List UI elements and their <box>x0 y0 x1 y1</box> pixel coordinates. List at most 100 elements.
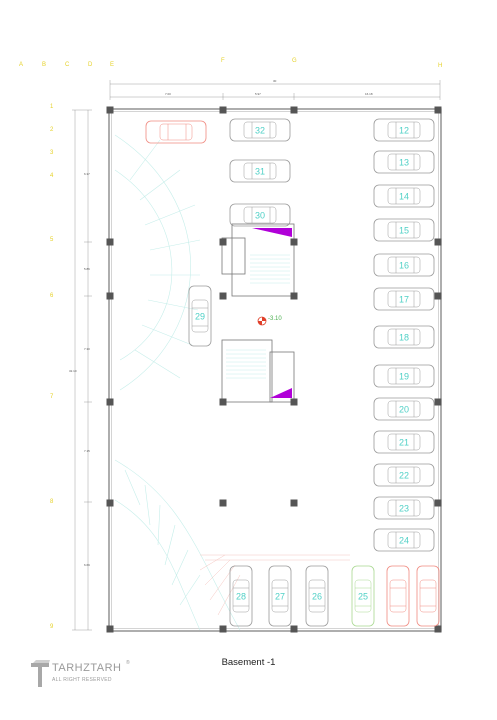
logo-registered-mark: ® <box>126 660 130 666</box>
parking-slot-29: 29 <box>188 285 212 347</box>
grid-label-e: E <box>110 62 114 68</box>
structural-column <box>219 499 227 507</box>
grid-label-b: B <box>42 62 46 68</box>
structural-column <box>290 499 298 507</box>
grid-label-7: 7 <box>50 394 54 400</box>
stair-core <box>221 223 295 403</box>
parking-slot-28: 28 <box>229 565 253 627</box>
parking-slot-32: 32 <box>229 118 291 142</box>
dim-left-4: 7.15 <box>84 449 90 453</box>
logo-tagline: ALL RIGHT RESERVED <box>52 677 112 683</box>
parked-car-red <box>386 565 410 627</box>
structural-column <box>290 106 298 114</box>
structural-column <box>434 106 442 114</box>
structural-columns <box>106 106 442 633</box>
parking-slot-number: 31 <box>255 166 265 176</box>
logo-name: TARHZTARH <box>52 662 122 674</box>
dim-side: 32.10 <box>69 369 77 373</box>
parking-slot-number: 21 <box>399 437 409 447</box>
parking-slot-number: 12 <box>399 125 409 135</box>
dim-top-1: 7.00 <box>165 92 171 96</box>
parking-slot-12: 12 <box>373 118 435 142</box>
parking-slot-number: 25 <box>358 591 368 601</box>
parking-slot-number: 16 <box>399 260 409 270</box>
grid-label-d: D <box>88 62 93 68</box>
structural-column <box>434 625 442 633</box>
structural-column <box>290 292 298 300</box>
vehicle-ramp <box>114 134 241 631</box>
parking-slot-number: 20 <box>399 404 409 414</box>
dimension-labels: 30 7.00 5.97 16.18 32.10 6.37 5.86 7.30 … <box>69 79 373 567</box>
ramp-hatch <box>199 554 350 616</box>
exterior-walls <box>108 108 442 632</box>
parking-slot-17: 17 <box>373 287 435 311</box>
parking-slot-19: 19 <box>373 364 435 388</box>
structural-column <box>290 398 298 406</box>
parking-slot-22: 22 <box>373 463 435 487</box>
parking-slot-number: 24 <box>399 535 409 545</box>
dim-left-2: 5.86 <box>84 267 90 271</box>
parking-slot-20: 20 <box>373 397 435 421</box>
structural-column <box>106 238 114 246</box>
parking-slot-13: 13 <box>373 150 435 174</box>
stair-accent-top <box>252 228 292 237</box>
dim-top-2: 5.97 <box>255 92 261 96</box>
structural-column <box>434 238 442 246</box>
grid-label-1: 1 <box>50 104 54 110</box>
dimension-lines <box>72 80 441 631</box>
structural-column <box>219 398 227 406</box>
grid-label-c: C <box>65 62 70 68</box>
structural-column <box>106 625 114 633</box>
level-elevation: -3.10 <box>268 316 282 322</box>
parking-slot-27: 27 <box>268 565 292 627</box>
parking-slot-number: 14 <box>399 191 409 201</box>
parking-slot-31: 31 <box>229 159 291 183</box>
dim-left-3: 7.30 <box>84 347 90 351</box>
structural-column <box>434 398 442 406</box>
dim-left-1: 6.37 <box>84 172 90 176</box>
parking-slot-number: 26 <box>312 591 322 601</box>
grid-label-6: 6 <box>50 293 54 299</box>
structural-column <box>106 106 114 114</box>
grid-label-2: 2 <box>50 127 54 133</box>
parking-slot-number: 27 <box>275 591 285 601</box>
grid-row-labels: 1 2 3 4 5 6 7 8 9 <box>50 104 54 630</box>
structural-column <box>219 238 227 246</box>
stair-steps <box>226 254 290 379</box>
structural-column <box>219 292 227 300</box>
structural-column <box>290 238 298 246</box>
grid-label-f: F <box>221 58 225 64</box>
parking-slot-number: 19 <box>399 371 409 381</box>
grid-label-g: G <box>292 58 297 64</box>
stair-accent-bottom <box>270 388 292 398</box>
parking-slot-18: 18 <box>373 325 435 349</box>
parking-slot-number: 13 <box>399 157 409 167</box>
dim-top-3: 16.18 <box>365 92 373 96</box>
parking-slot-15: 15 <box>373 218 435 242</box>
parking-slot-number: 30 <box>255 210 265 220</box>
logo-t-icon <box>31 660 50 687</box>
grid-label-a: A <box>19 62 23 68</box>
parking-slot-number: 29 <box>195 311 205 321</box>
parking-slot-number: 32 <box>255 125 265 135</box>
grid-label-5: 5 <box>50 237 54 243</box>
grid-label-9: 9 <box>50 624 54 630</box>
parking-slot-number: 18 <box>399 332 409 342</box>
parking-cars: 12 13 14 15 16 17 18 19 20 21 22 23 24 32 31 30 29 28 27 26… <box>145 118 440 627</box>
parking-slot-21: 21 <box>373 430 435 454</box>
brand-logo: TARHZTARH ALL RIGHT RESERVED ® <box>30 660 140 690</box>
dim-left-5: 6.69 <box>84 563 90 567</box>
parking-slot-number: 28 <box>236 591 246 601</box>
structural-column <box>106 398 114 406</box>
level-marker: -3.10 <box>257 316 282 326</box>
parking-slot-number: 22 <box>399 470 409 480</box>
parking-slot-number: 23 <box>399 503 409 513</box>
structural-column <box>106 292 114 300</box>
parking-slot-25: 25 <box>351 565 375 627</box>
structural-column <box>434 292 442 300</box>
structural-column <box>219 106 227 114</box>
parking-slot-23: 23 <box>373 496 435 520</box>
structural-column <box>434 499 442 507</box>
parking-slot-number: 15 <box>399 225 409 235</box>
